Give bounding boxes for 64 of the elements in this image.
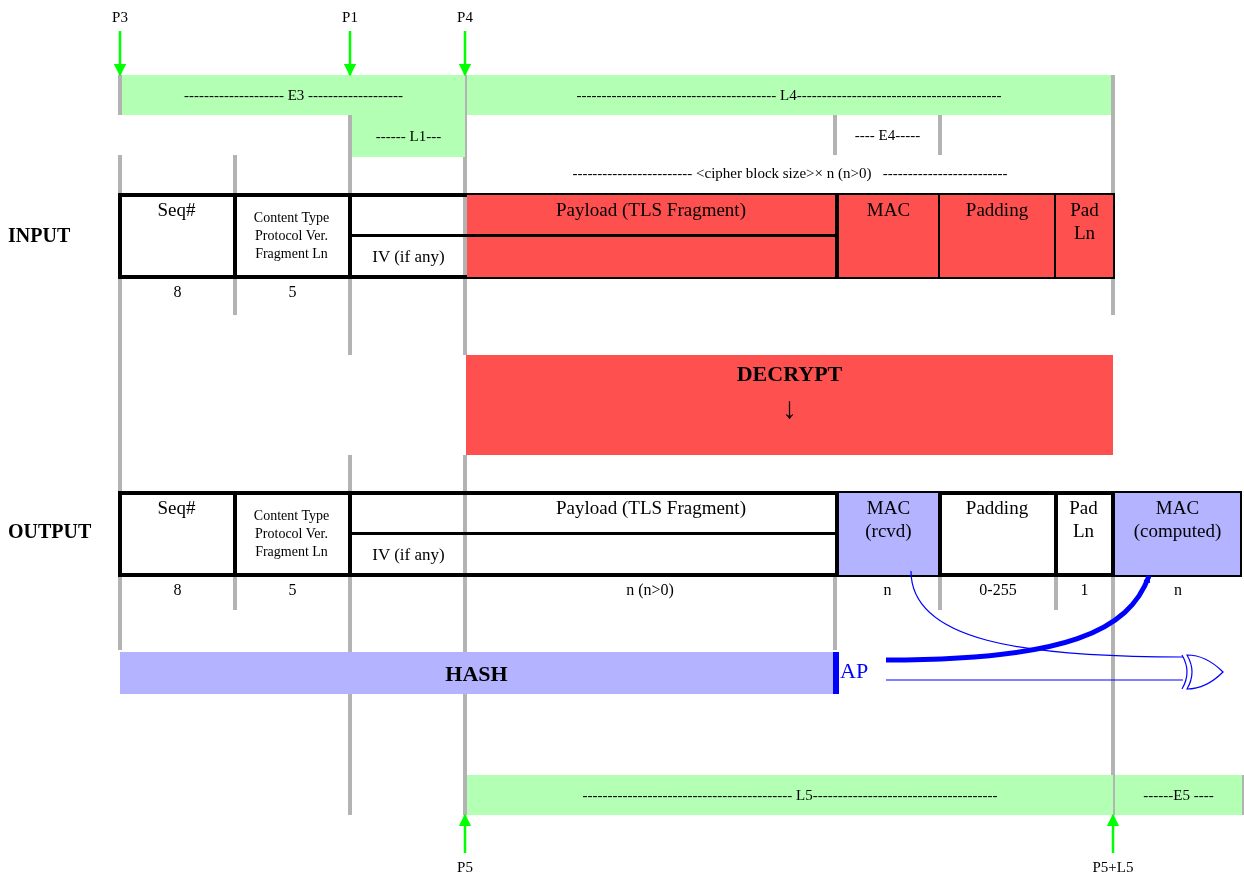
length-marker: ------------------------ <cipher block size>× n (n>0) ------------------------- bbox=[571, 163, 1009, 183]
offset-band bbox=[1115, 775, 1242, 815]
field-label: P3 bbox=[112, 9, 128, 25]
connector-line bbox=[910, 570, 1184, 658]
size-value: n bbox=[882, 580, 893, 600]
pointer-arrow bbox=[1106, 813, 1120, 853]
field-label: Payload (TLS Fragment) bbox=[556, 497, 746, 520]
record-field bbox=[835, 195, 942, 277]
field-label: -------------------- E3 ------------------- bbox=[184, 85, 403, 105]
length-marker: ---- E4----- bbox=[853, 125, 922, 145]
field-label: P5 bbox=[457, 859, 473, 875]
block-title: DECRYPT bbox=[736, 363, 843, 385]
record-field bbox=[1056, 195, 1113, 277]
field-label: IV (if any) bbox=[372, 544, 445, 567]
pointer-arrow bbox=[458, 813, 472, 853]
size-value: 5 bbox=[287, 282, 298, 302]
size-value: n (n>0) bbox=[625, 580, 675, 601]
field-label: ------------------------------------------ L5------------------------------------- bbox=[582, 785, 998, 805]
offset-band bbox=[122, 75, 465, 115]
field-label: Seq# bbox=[157, 199, 196, 222]
field-label: ------ L1--- bbox=[375, 126, 442, 146]
xor-gate bbox=[1180, 652, 1224, 692]
connector-line bbox=[885, 679, 1184, 681]
length-band bbox=[352, 115, 465, 157]
field-label: MAC (computed) bbox=[1132, 497, 1223, 543]
field-label: Seq# bbox=[157, 497, 196, 520]
pointer-arrow bbox=[458, 31, 472, 77]
field-label: Pad Ln bbox=[1069, 199, 1100, 245]
pointer-arrow bbox=[113, 31, 127, 77]
field-label: P1 bbox=[342, 9, 358, 25]
pointer-arrow bbox=[343, 31, 357, 77]
field-label: HASH bbox=[445, 659, 508, 688]
length-band bbox=[467, 775, 1113, 815]
record-field bbox=[940, 195, 1058, 277]
field-label: Padding bbox=[965, 199, 1029, 222]
record-field bbox=[467, 195, 835, 277]
size-value: 5 bbox=[287, 580, 298, 600]
field-label: Padding bbox=[965, 497, 1029, 520]
row-title: INPUT bbox=[8, 223, 72, 248]
size-value: 0-255 bbox=[978, 580, 1018, 600]
record-field bbox=[1115, 493, 1240, 575]
hash-block bbox=[120, 652, 833, 694]
arrow bbox=[885, 574, 1152, 663]
field-label: Content Type Protocol Ver. Fragment Ln bbox=[252, 208, 331, 264]
decrypt-block bbox=[466, 355, 1113, 455]
field-label: P5+L5 bbox=[1092, 859, 1134, 875]
field-label: MAC bbox=[866, 199, 911, 222]
field-label: Pad Ln bbox=[1068, 497, 1099, 543]
field-label: P4 bbox=[457, 9, 473, 25]
field-label: Content Type Protocol Ver. Fragment Ln bbox=[252, 506, 331, 562]
field-label: ---------------------------------------- L4----------------------------------------- bbox=[576, 85, 1002, 105]
length-band bbox=[467, 75, 1111, 115]
size-value: 8 bbox=[172, 282, 183, 302]
field-label: ------E5 ---- bbox=[1143, 785, 1214, 805]
field-label: AP bbox=[840, 656, 869, 685]
row-title: OUTPUT bbox=[8, 519, 93, 544]
field-label: IV (if any) bbox=[372, 246, 445, 269]
record-field bbox=[835, 493, 942, 575]
size-value: 1 bbox=[1079, 580, 1090, 600]
field-label: MAC (rcvd) bbox=[864, 497, 913, 543]
size-value: 8 bbox=[172, 580, 183, 600]
field-label: Payload (TLS Fragment) bbox=[556, 199, 746, 222]
direction-arrow: ↓ bbox=[782, 393, 797, 423]
size-value: n bbox=[1173, 580, 1183, 600]
